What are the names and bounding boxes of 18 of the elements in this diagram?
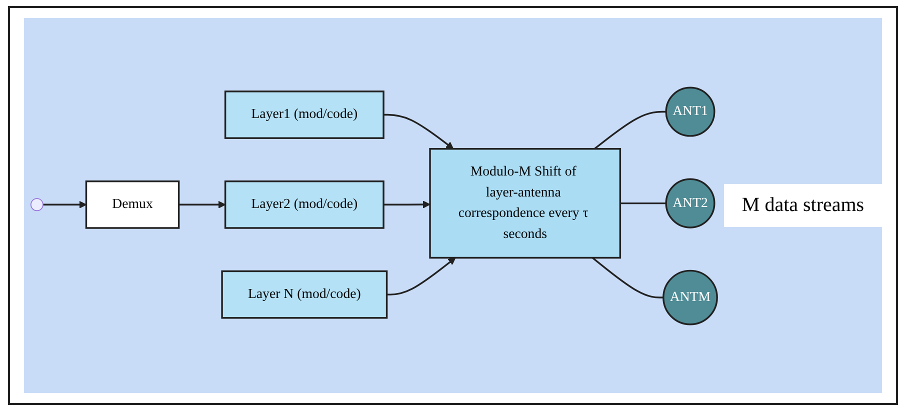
arrow (386, 256, 456, 295)
connector (594, 110, 666, 150)
node-box (224, 180, 384, 228)
node-box (224, 90, 384, 138)
arrow (384, 200, 430, 208)
arrow (43, 200, 87, 208)
node-circle (662, 269, 718, 325)
node-circle (665, 178, 716, 228)
node-box (85, 180, 180, 228)
node-box (429, 147, 622, 258)
node-circle (665, 86, 716, 136)
note-text: M data streams (740, 194, 866, 217)
arrow (178, 200, 226, 208)
connector (592, 256, 664, 298)
node-box (221, 270, 388, 318)
block-diagram: Demux Layer1 (mod/code) Layer2 (mod/code) Layer N (mod/code) Modulo-M Shift of layer-antenna correspondence every τ seconds ANT1 ANT2 ANTM (24, 20, 724, 390)
arrow (384, 113, 454, 149)
connector (620, 202, 666, 204)
